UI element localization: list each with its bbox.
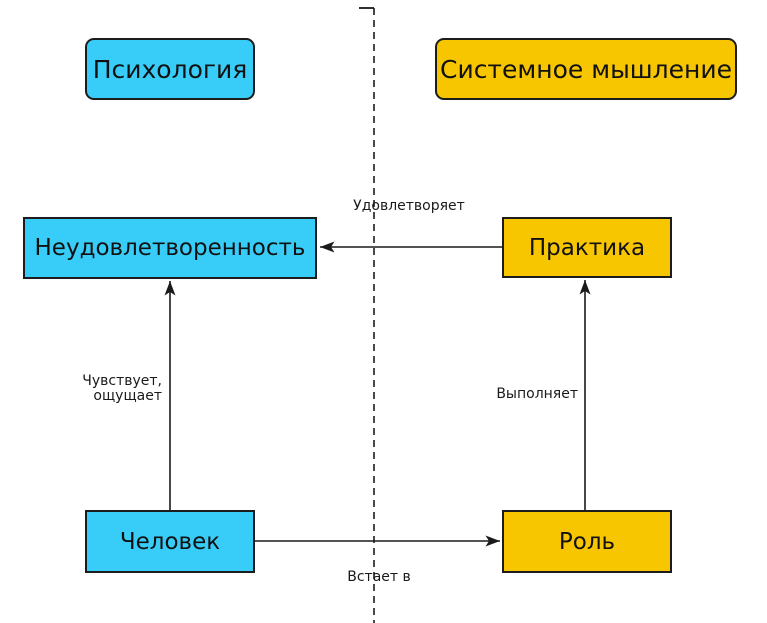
node-dissatisfaction[interactable]: Неудовлетворенность (23, 217, 317, 279)
node-label-role: Роль (558, 528, 616, 555)
edge-label-steps-into: Встает в (347, 569, 411, 585)
node-label-dissatisfaction: Неудовлетворенность (34, 235, 306, 261)
node-label-person: Человек (119, 528, 221, 555)
domain-box-psychology[interactable]: Психология (85, 38, 255, 100)
edge-label-satisfies: Удовлетворяет (353, 198, 465, 214)
node-person[interactable]: Человек (85, 510, 255, 573)
domain-label-psychology: Психология (92, 54, 248, 84)
edge-label-feels: Чувствует, ощущает (82, 373, 162, 404)
node-role[interactable]: Роль (502, 510, 672, 573)
node-label-practice: Практика (528, 234, 646, 261)
edge-label-performs: Выполняет (496, 386, 578, 402)
domain-label-systems-thinking: Системное мышление (439, 54, 733, 84)
node-practice[interactable]: Практика (502, 217, 672, 278)
domain-box-systems-thinking[interactable]: Системное мышление (435, 38, 737, 100)
